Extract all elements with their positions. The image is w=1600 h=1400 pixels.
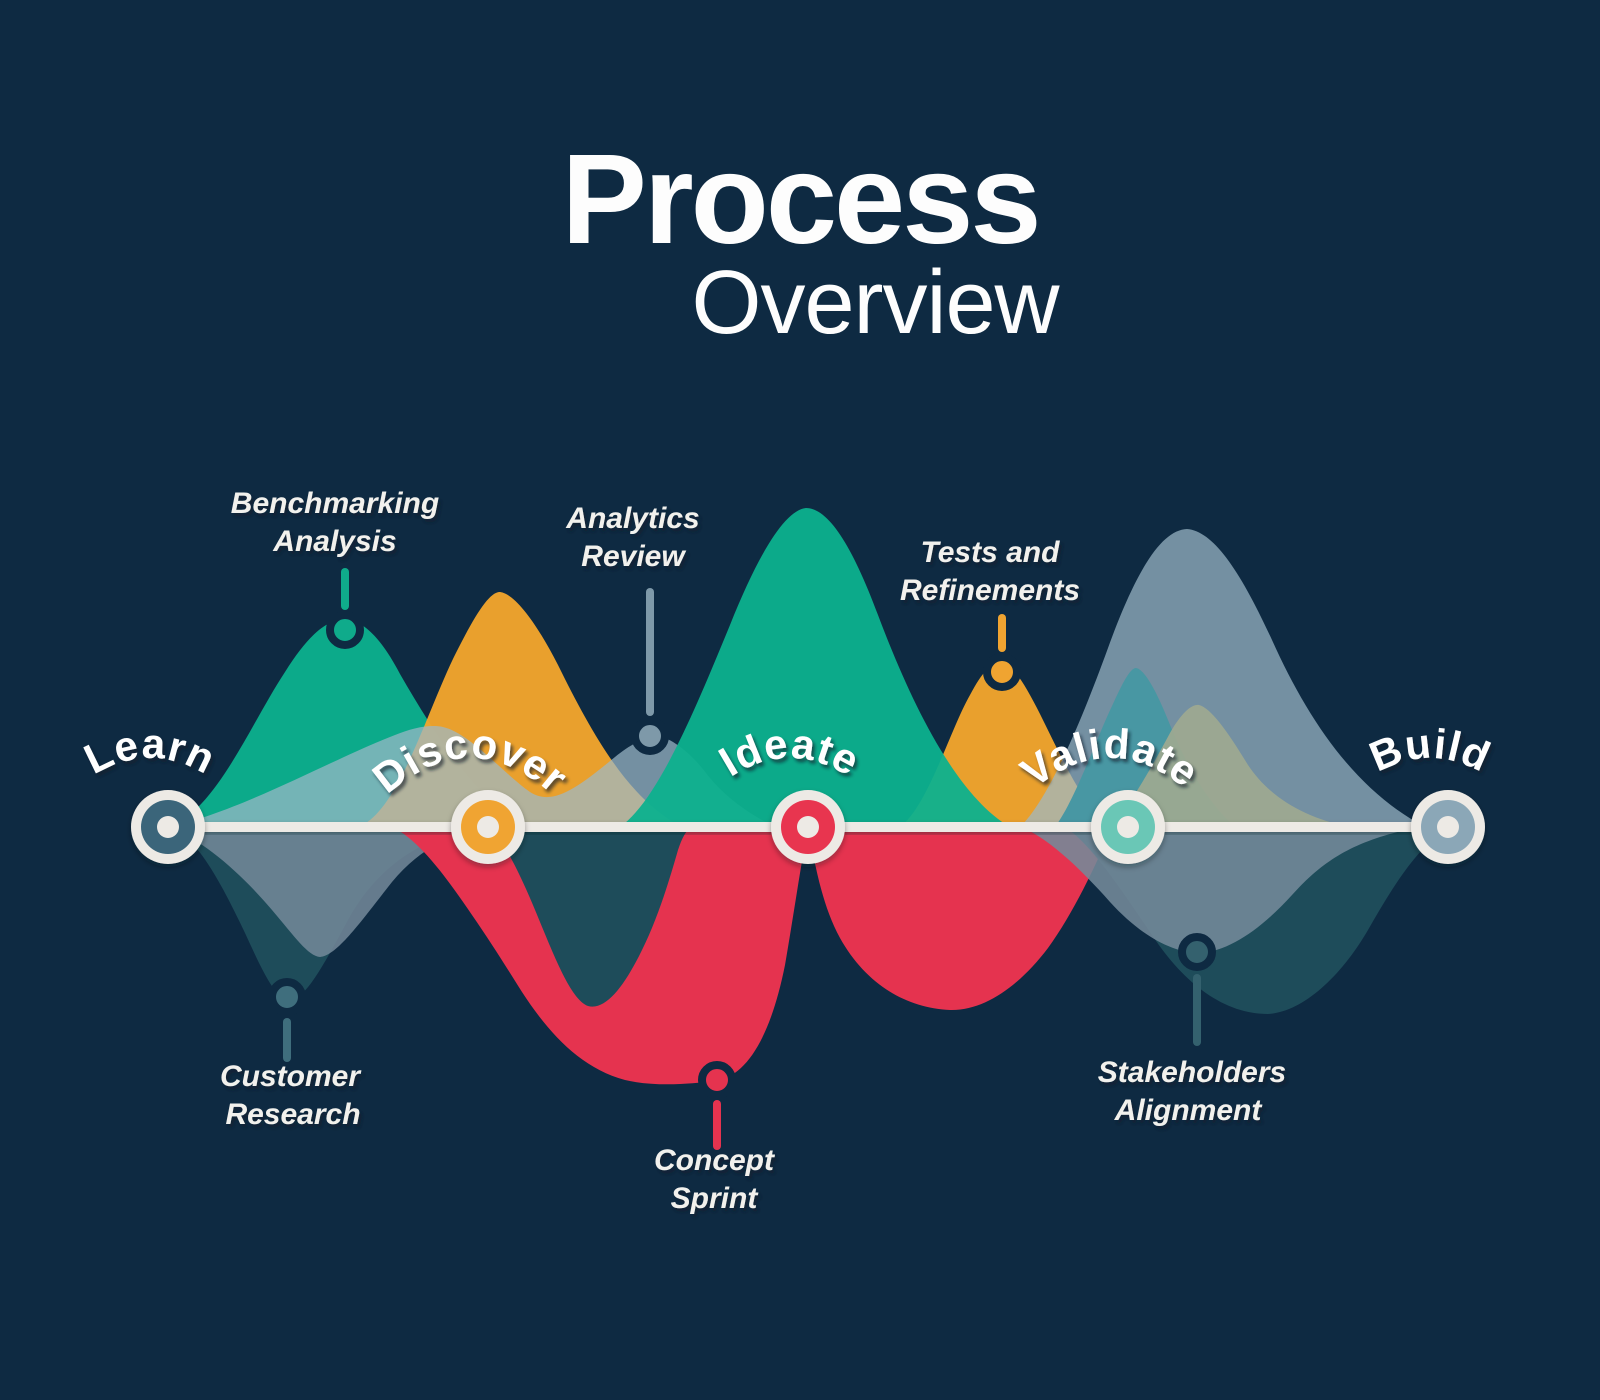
concept-marker <box>698 1061 736 1099</box>
benchmarking-marker <box>326 611 364 649</box>
teal-hill-ideate <box>620 508 1010 827</box>
callout-customer-line2: Research <box>225 1098 360 1131</box>
waves-below-timeline <box>168 827 1448 1085</box>
callout-tests-refinements: Tests and Refinements <box>900 536 1080 607</box>
callout-tests-line2: Refinements <box>900 574 1080 607</box>
page-title: Process <box>561 128 1038 271</box>
title-block: Process Overview <box>561 128 1061 353</box>
callout-stakeholders-alignment: Stakeholders Alignment <box>1098 1056 1286 1127</box>
callout-benchmarking-line1: Benchmarking <box>231 487 439 520</box>
sage-hill-validate <box>1108 704 1350 827</box>
node-learn-dot <box>157 816 179 838</box>
waves-above-timeline <box>168 508 1425 827</box>
slate-bumps-left <box>168 725 775 827</box>
node-discover <box>451 790 525 864</box>
callout-stakeholders-line2: Alignment <box>1114 1094 1264 1127</box>
callout-benchmarking-analysis: Benchmarking Analysis <box>231 487 439 558</box>
callout-concept-line1: Concept <box>654 1144 776 1177</box>
page-subtitle: Overview <box>691 253 1060 353</box>
timeline-nodes <box>131 790 1485 864</box>
node-validate-dot <box>1117 816 1139 838</box>
callout-labels: Benchmarking Analysis Analytics Review T… <box>220 487 1286 1215</box>
node-learn <box>131 790 205 864</box>
node-build <box>1411 790 1485 864</box>
callout-markers <box>268 568 1216 1150</box>
customer-marker <box>268 978 306 1016</box>
stage-label-build: Build <box>1363 719 1498 780</box>
stakeholders-marker <box>1178 933 1216 971</box>
node-build-dot <box>1437 816 1459 838</box>
node-validate <box>1091 790 1165 864</box>
callout-concept-line2: Sprint <box>671 1182 760 1215</box>
dark-teal-wave-mid <box>487 827 692 1007</box>
callout-analytics-line1: Analytics <box>565 502 699 535</box>
callout-tests-line1: Tests and <box>921 536 1061 569</box>
tests-marker <box>983 653 1021 691</box>
callout-stakeholders-line1: Stakeholders <box>1098 1056 1286 1089</box>
callout-analytics-review: Analytics Review <box>565 502 699 573</box>
node-ideate-dot <box>797 816 819 838</box>
callout-benchmarking-line2: Analysis <box>272 525 396 558</box>
node-discover-dot <box>477 816 499 838</box>
callout-customer-line1: Customer <box>220 1060 362 1093</box>
node-ideate <box>771 790 845 864</box>
analytics-marker <box>631 717 669 755</box>
callout-customer-research: Customer Research <box>220 1060 362 1131</box>
red-wave-below <box>392 827 1112 1085</box>
callout-analytics-line2: Review <box>581 540 686 573</box>
stage-label-learn: Learn <box>77 720 224 783</box>
callout-concept-sprint: Concept Sprint <box>654 1144 776 1215</box>
